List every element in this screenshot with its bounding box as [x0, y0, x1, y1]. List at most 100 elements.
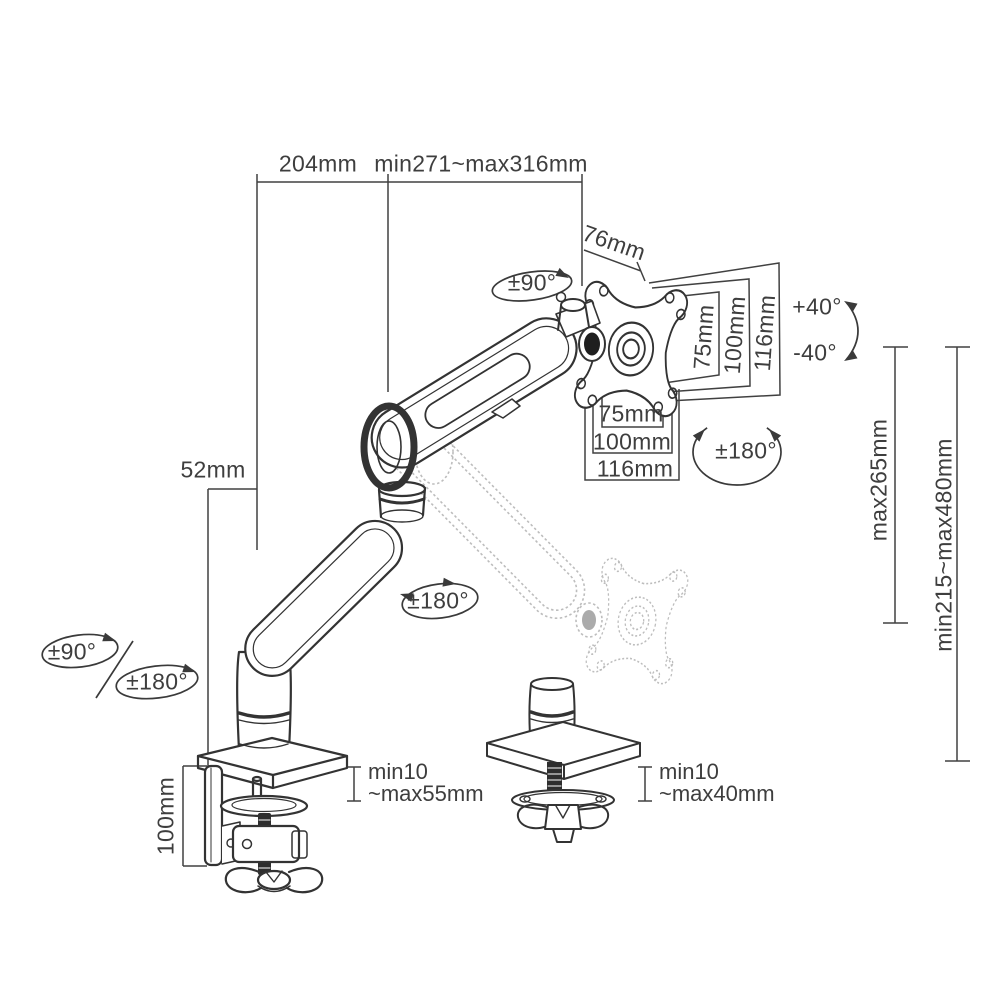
- dim-vesa-h-75: 75mm: [598, 400, 664, 427]
- upper-arm: [370, 317, 578, 469]
- head-swivel-arrowhead: [555, 267, 569, 278]
- vesa-h-bracket-100: [592, 389, 673, 454]
- elbow-ring-inner: [376, 420, 402, 474]
- dim-vesa-h-100: 100mm: [592, 428, 672, 455]
- height-max-dim-line: [883, 346, 908, 624]
- arm-release-lever: [491, 398, 521, 419]
- rotation-indicators: [41, 267, 859, 700]
- grommet-wingnut-keel: [552, 828, 575, 843]
- clamp-knob-wing-left: [224, 867, 263, 894]
- grommet-wingnut-right: [574, 803, 610, 830]
- rot-base-rotate: ±180°: [126, 668, 188, 695]
- grommet-pole-top: [530, 677, 574, 691]
- clamp-bracket: [203, 764, 224, 867]
- rot-tilt-down: -40°: [793, 339, 837, 366]
- head-body-lines: [557, 302, 590, 331]
- dim-top-left-width: 204mm: [278, 150, 358, 177]
- height-range-dim-line: [945, 346, 970, 762]
- grommet-screw-threads: [547, 767, 562, 793]
- elbow-cylinder-bottom: [380, 509, 424, 523]
- clamp-block-tab: [291, 830, 308, 859]
- vesa-rotate-arrowhead-right: [769, 429, 782, 442]
- clamp-knob-center: [256, 869, 292, 891]
- base-rotate-arrowhead: [182, 663, 196, 673]
- clamp-pole-band: [237, 711, 291, 719]
- rot-tilt-up: +40°: [792, 293, 842, 320]
- grommet-mount-drawing: [486, 677, 641, 843]
- dim-grommet-thickness-line2: ~max40mm: [659, 781, 775, 806]
- ghost-head: [575, 602, 603, 638]
- clamp-knob-wing-right: [285, 867, 324, 894]
- vesa-center-ring: [616, 331, 646, 367]
- clamp-base-side: [196, 754, 349, 790]
- base-swivel-arc: [41, 633, 119, 669]
- clamp-thickness-ibeam: [347, 766, 361, 802]
- elbow-cylinder-sides: [377, 486, 427, 519]
- grommet-pole-band2: [530, 718, 574, 724]
- base-rotation-slash: [95, 640, 134, 699]
- head-offset-dim-line: [583, 249, 646, 282]
- vesa-dimension-brackets: [584, 262, 781, 481]
- grommet-base-side: [486, 742, 641, 780]
- clamp-pad-pin-top: [251, 775, 263, 783]
- rot-vesa-rotate: ±180°: [715, 437, 777, 464]
- tilt-arc: [845, 301, 859, 361]
- rear-offset-dim-line: [207, 488, 257, 770]
- vesa-rotate-arrowhead-left: [692, 429, 705, 442]
- tilt-arrowhead-up: [844, 301, 858, 312]
- grommet-wingnut-notch: [555, 804, 571, 819]
- clamp-height-dim-line: [182, 765, 207, 867]
- grommet-pole-band: [529, 710, 575, 718]
- grommet-thickness-ibeam: [638, 766, 652, 802]
- clamp-pole-junction: [239, 743, 289, 749]
- dim-clamp-thickness-line1: min10: [368, 759, 428, 784]
- dim-clamp-thickness-line2: ~max55mm: [368, 781, 484, 806]
- vesa-center-boss: [607, 321, 655, 377]
- dimension-lines: [182, 174, 970, 867]
- tilt-arrowhead-down: [844, 350, 858, 361]
- grommet-washer-hole-right: [595, 795, 607, 803]
- clamp-pad-disc-inner: [231, 797, 297, 813]
- vesa-center-hole: [622, 338, 640, 360]
- grommet-base-top: [486, 721, 641, 766]
- clamp-knob-bottom: [257, 885, 291, 893]
- clamp-block-hole: [241, 838, 253, 850]
- arm-swivel-arrowhead-left: [400, 593, 414, 602]
- elbow-ring: [360, 402, 418, 492]
- grommet-wingnut-left: [516, 803, 552, 830]
- arm-swivel-arc: [401, 582, 479, 620]
- clamp-knob-notch: [265, 870, 283, 883]
- vesa-v-bracket-75: [663, 291, 720, 384]
- clamp-slide-block: [231, 824, 301, 864]
- dim-height-range: min215~max480mm: [930, 438, 957, 652]
- vesa-v-bracket-116: [648, 262, 781, 402]
- vesa-v-bracket-100: [651, 278, 751, 393]
- head-bolt: [555, 291, 567, 303]
- ghost-head-hole: [582, 610, 596, 630]
- clamp-pole-band2: [238, 719, 290, 725]
- dim-vesa-v-100: 100mm: [718, 295, 751, 375]
- arm-drawing: [196, 317, 578, 894]
- vesa-plate-drawing: [555, 280, 688, 418]
- dim-grommet-thickness-line1: min10: [659, 759, 719, 784]
- dim-clamp-thickness: min10 ~max55mm: [368, 761, 484, 805]
- rot-base-swivel: ±90°: [47, 638, 97, 665]
- rot-head-swivel: ±90°: [507, 269, 557, 296]
- ghost-vesa-plate: [585, 557, 689, 685]
- dim-vesa-h-116: 116mm: [596, 455, 674, 482]
- rot-arm-swivel: ±180°: [407, 587, 469, 614]
- dim-clamp-height: 100mm: [152, 776, 179, 856]
- vesa-rotate-arc: [692, 418, 782, 486]
- elbow-cylinder-band: [378, 497, 426, 505]
- dim-vesa-v-116: 116mm: [748, 293, 781, 373]
- dim-vesa-v-75: 75mm: [688, 303, 719, 371]
- vesa-h-bracket-116: [584, 385, 680, 481]
- base-rotate-arc: [115, 664, 199, 700]
- dim-grommet-thickness: min10 ~max40mm: [659, 761, 775, 805]
- head-joint: [555, 291, 606, 362]
- dim-rear-offset: 52mm: [180, 456, 246, 483]
- dim-arm-reach: min271~max316mm: [374, 150, 588, 177]
- lower-arm: [244, 519, 404, 677]
- dim-height-max: max265mm: [865, 418, 892, 542]
